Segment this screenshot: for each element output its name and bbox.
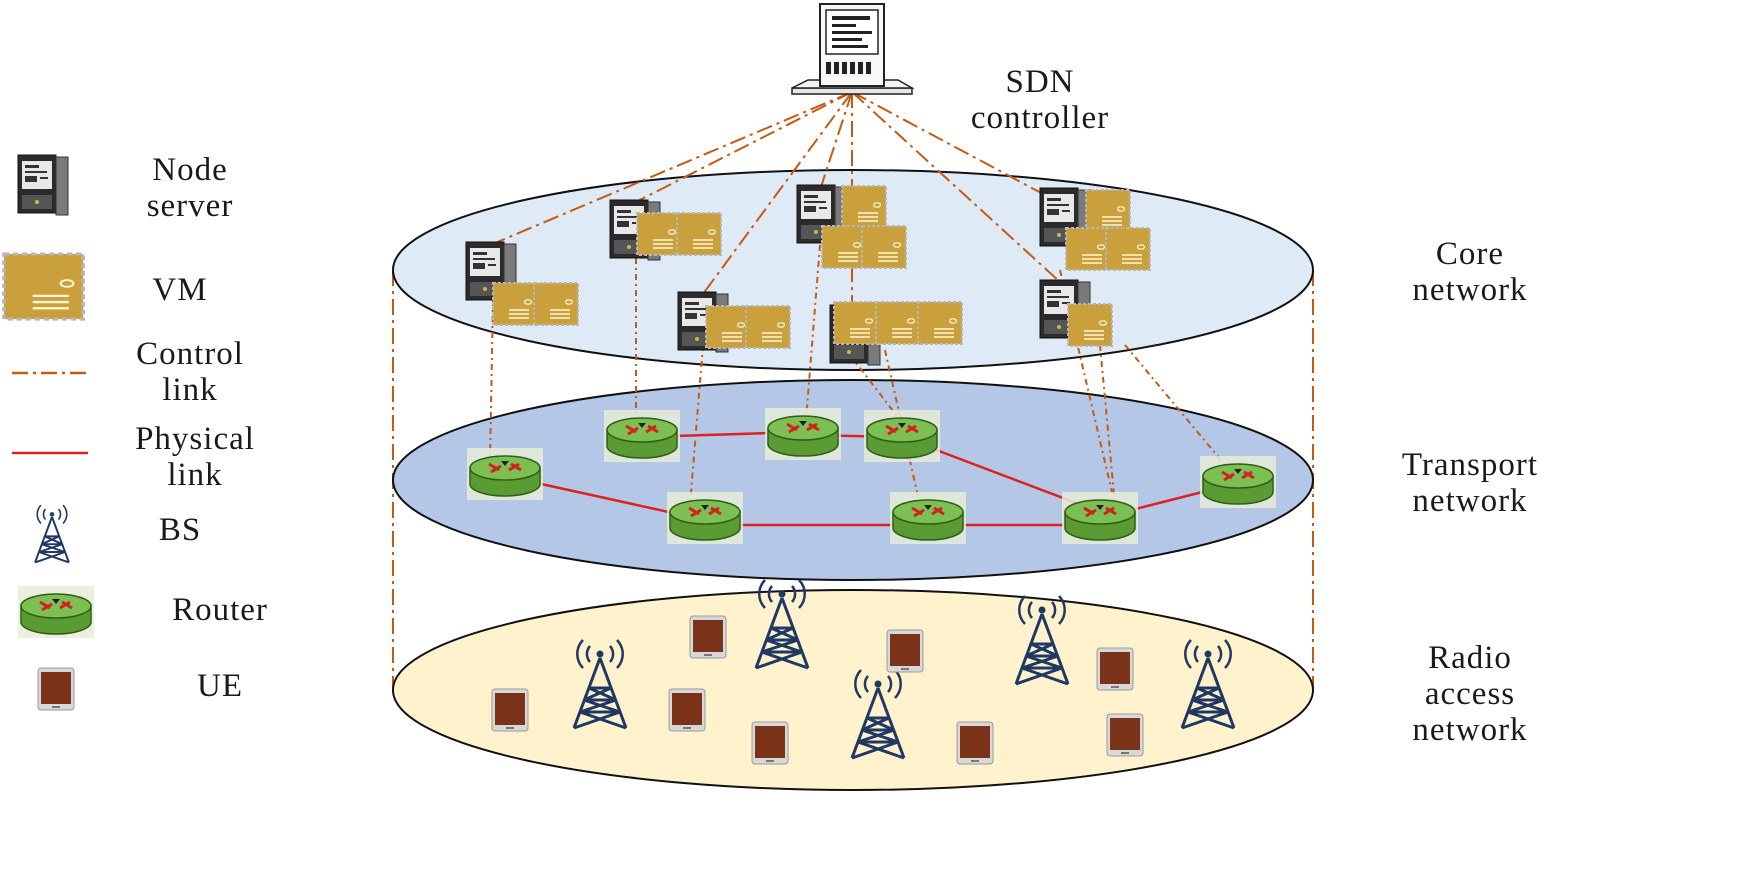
legend-physical-link-label: Physical link: [105, 421, 285, 493]
legend-base-station-icon: [34, 504, 70, 564]
radio-access-network-layer: [392, 589, 1314, 791]
ue-7: [956, 721, 994, 765]
legend-ue-line1: UE: [197, 668, 243, 704]
router-7: [1060, 490, 1140, 546]
legend-vm-icon: [2, 252, 85, 321]
radio-label-line1: Radio: [1428, 640, 1512, 676]
legend-bs-line1: BS: [158, 512, 202, 548]
ue-5: [668, 688, 706, 732]
legend-ue-label: UE: [150, 668, 290, 704]
ue-4: [491, 688, 529, 732]
router-6: [888, 490, 968, 546]
legend-control-link-line1: Control: [136, 336, 244, 372]
ue-1: [689, 615, 727, 659]
router-4: [862, 408, 942, 464]
transport-network-label: Transport network: [1360, 447, 1580, 519]
legend-router-line1: Router: [172, 592, 268, 628]
radio-label-line2: access: [1424, 676, 1516, 712]
ue-8: [1106, 713, 1144, 757]
router-2: [602, 408, 682, 464]
radio-access-network-label: Radio access network: [1370, 640, 1570, 748]
router-8: [1198, 454, 1278, 510]
legend-server-icon: [17, 154, 69, 216]
legend-node-server-label: Node server: [110, 152, 270, 224]
legend-node-server-line2: server: [146, 188, 234, 224]
core-label-line1: Core: [1435, 236, 1505, 272]
sdn-controller-line1: SDN: [1005, 64, 1075, 100]
legend-vm-label: VM: [110, 272, 250, 308]
sdn-controller-label: SDN controller: [930, 64, 1150, 136]
radio-label-line3: network: [1412, 712, 1528, 748]
legend-ue-icon: [37, 667, 75, 711]
control-links-top: [487, 91, 1061, 305]
core-network-label: Core network: [1370, 236, 1570, 308]
legend-control-link-label: Control link: [105, 336, 275, 408]
control-links-core-to-transport: [489, 244, 1226, 506]
ue-6: [751, 721, 789, 765]
legend-bs-label: BS: [120, 512, 240, 548]
sdn-controller-line2: controller: [970, 100, 1110, 136]
legend-node-server-line1: Node: [152, 152, 228, 188]
legend-router-label: Router: [140, 592, 300, 628]
router-1: [465, 446, 545, 502]
legend-physical-link-line2: link: [167, 457, 223, 493]
legend-vm-line1: VM: [152, 272, 208, 308]
sdn-controller-icon: [791, 3, 915, 95]
ue-2: [886, 629, 924, 673]
core-label-line2: network: [1412, 272, 1528, 308]
transport-label-line1: Transport: [1401, 447, 1539, 483]
legend-control-link-line2: link: [162, 372, 218, 408]
router-5: [665, 490, 745, 546]
transport-label-line2: network: [1412, 483, 1528, 519]
router-3: [763, 406, 843, 462]
legend-physical-link-line1: Physical: [135, 421, 255, 457]
ue-3: [1096, 647, 1134, 691]
legend-router-icon: [16, 584, 96, 640]
